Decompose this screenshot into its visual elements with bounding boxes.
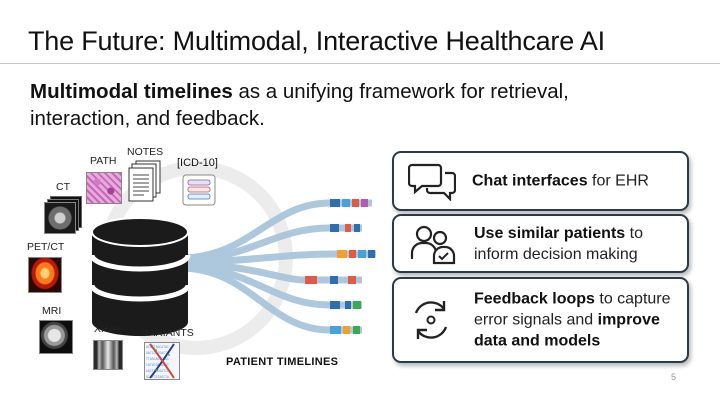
card-chat-interfaces: Chat interfaces for EHR xyxy=(392,151,689,211)
card-feedback-loops: Feedback loops to capture error signals … xyxy=(392,277,689,363)
subtitle-rest: as a unifying framework for retrieval, i… xyxy=(30,80,569,130)
mri-scan-image xyxy=(39,320,73,354)
pathology-slide-image xyxy=(86,172,122,204)
card-similar-bold: Use similar patients xyxy=(474,224,626,242)
patient-timelines-label: PATIENT TIMELINES xyxy=(226,356,339,368)
dna-variants-icon: ACGTTAGCATGCGATCCATGACTATTAGCAGTCAGCCATG… xyxy=(144,342,180,380)
label-xray: XRAY xyxy=(94,323,122,335)
page-number: 5 xyxy=(671,372,677,382)
card-chat-rest: for EHR xyxy=(587,172,649,190)
card-similar-rest: to inform decision making xyxy=(474,224,643,263)
subtitle-bold: Multimodal timelines xyxy=(30,80,233,103)
card-similar-patients: Use similar patients to inform decision … xyxy=(392,214,689,273)
title-divider xyxy=(0,63,720,64)
card-feedback-mid: to capture error signals and xyxy=(474,290,671,329)
chat-bubbles-icon xyxy=(408,163,456,201)
data-streams xyxy=(179,199,376,334)
label-variants: VARIANTS xyxy=(142,327,194,339)
database-icon xyxy=(89,217,191,336)
card-similar-text: Use similar patients to inform decision … xyxy=(474,223,679,265)
label-mri: MRI xyxy=(42,305,62,317)
feedback-loop-icon xyxy=(414,301,448,339)
label-pet-ct: PET/CT xyxy=(27,241,65,253)
label-path: PATH xyxy=(90,155,117,167)
slide-subtitle: Multimodal timelines as a unifying frame… xyxy=(30,78,590,132)
label-icd10: [ICD-10] xyxy=(177,157,218,169)
icd-codes-icon xyxy=(182,174,216,206)
xray-image xyxy=(93,340,123,370)
card-feedback-bold2: improve data and models xyxy=(474,311,660,350)
svg-text:TTAGCAGTCAGC: TTAGCAGTCAGC xyxy=(146,357,169,361)
pet-ct-scan-image xyxy=(28,257,62,293)
similar-patients-icon xyxy=(410,225,456,264)
card-feedback-text: Feedback loops to capture error signals … xyxy=(474,289,679,352)
label-notes: NOTES xyxy=(127,146,164,158)
slide-title: The Future: Multimodal, Interactive Heal… xyxy=(28,26,605,56)
svg-text:AGCTTACGATCA: AGCTTACGATCA xyxy=(146,369,169,373)
notes-document-icon xyxy=(128,160,161,202)
timeline-events xyxy=(305,199,375,334)
svg-text:ACGTTAGCATGC: ACGTTAGCATGC xyxy=(146,345,169,349)
card-feedback-bold1: Feedback loops xyxy=(474,290,595,308)
card-chat-bold: Chat interfaces xyxy=(472,172,588,190)
svg-text:GCATCGTAGCTA: GCATCGTAGCTA xyxy=(146,375,169,379)
card-chat-text: Chat interfaces for EHR xyxy=(472,171,679,192)
ct-scan-image xyxy=(44,196,82,234)
label-ct: CT xyxy=(56,181,70,193)
svg-text:CATGCGATACGT: CATGCGATACGT xyxy=(146,363,169,367)
